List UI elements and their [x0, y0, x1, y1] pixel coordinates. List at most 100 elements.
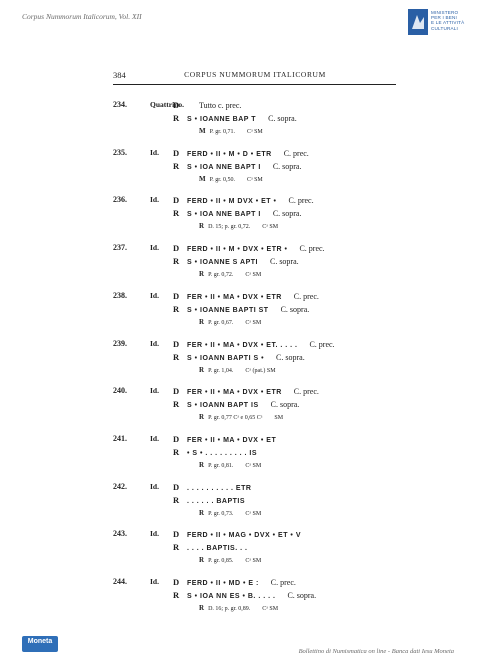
- reverse-marker: R: [173, 542, 180, 553]
- reverse-legend: S • IOA NNE BAPT I: [187, 211, 261, 219]
- metal-rarity: R: [199, 460, 205, 469]
- weight-diameter: P. gr. 0,77 Cᵃ e 0,65 Cᵃ: [208, 415, 263, 422]
- header-rule: [113, 84, 396, 85]
- entry-number: 236.: [113, 195, 127, 205]
- obverse-line: D. . . . . . . . . . ETR: [173, 482, 263, 492]
- obverse-legend: FERD • II • M • DVX • ETR •: [187, 246, 288, 254]
- collection: Cᵃ SM: [246, 129, 263, 135]
- obverse-description: C. prec.: [299, 244, 325, 254]
- reverse-legend: S • IOANNE BAPTI ST: [187, 306, 269, 314]
- entry-mint: Id.: [150, 433, 159, 443]
- reverse-marker: R: [173, 160, 180, 171]
- entry-mint: Id.: [150, 338, 159, 348]
- reverse-legend: S • IOANN BAPT IS: [187, 402, 259, 410]
- reverse-marker: R: [173, 446, 180, 457]
- entry-mint: Id.: [150, 243, 159, 253]
- obverse-marker: D: [173, 386, 180, 397]
- metal-rarity: R: [199, 508, 205, 517]
- weight-diameter: D. 16; p. gr. 0,89.: [208, 606, 251, 612]
- metal-rarity: R: [199, 413, 205, 422]
- collection: Cᵃ SM: [246, 176, 263, 183]
- entry-mint: Id.: [150, 147, 159, 157]
- reverse-marker: R: [173, 208, 180, 219]
- reverse-marker: R: [173, 494, 180, 505]
- obverse-legend: FER • II • MA • DVX • ET. . . . .: [187, 341, 298, 349]
- reverse-legend: S • IOA NNE BAPT I: [187, 163, 261, 171]
- footer-credit: Bollettino di Numismatica on line - Banc…: [298, 648, 454, 655]
- reverse-legend: S • IOANNE BAP T: [187, 116, 257, 123]
- entry-number: 241.: [113, 433, 127, 443]
- reverse-marker: R: [173, 590, 180, 600]
- obverse-legend: FERD • II • M • D • ETR: [187, 150, 272, 158]
- obverse-description: C. prec.: [309, 339, 335, 349]
- entry-mint: Id.: [150, 529, 159, 539]
- page-number: 384: [113, 70, 126, 80]
- obverse-legend: FER • II • MA • DVX • ETR: [187, 389, 282, 397]
- moneta-logo: Moneta: [22, 636, 58, 654]
- entry-mint: Id.: [150, 386, 159, 396]
- obverse-line: D FER • II • MA • DVX • ET. . . . . C. pre…: [173, 339, 335, 349]
- reverse-line: R . . . . . . BAPTIS: [173, 495, 257, 505]
- weight-diameter: P. gr. 0,73.: [208, 510, 234, 517]
- collection: Cᵃ SM: [262, 224, 279, 231]
- reverse-description: C. sopra.: [269, 257, 299, 267]
- reverse-line: R • S • . . . . . . . . . IS: [173, 447, 269, 457]
- metal-rarity: M: [199, 174, 206, 183]
- weight-diameter: P. gr. 0,67.: [208, 319, 234, 326]
- entry-mint: Id.: [150, 481, 159, 491]
- reverse-description: C. sopra.: [270, 400, 300, 410]
- entry-mint: Id.: [150, 577, 159, 586]
- obverse-description: C. prec.: [270, 578, 296, 587]
- reverse-description: C. sopra.: [276, 352, 305, 362]
- reverse-line: R S • IOA NNE BAPT I C. sopra.: [173, 208, 301, 218]
- reverse-legend: • S • . . . . . . . . . IS: [187, 449, 258, 457]
- ministry-logo: MINISTERO PER I BENI E LE ATTIVITÀ CULTU…: [408, 9, 470, 35]
- metal-rarity: R: [199, 270, 205, 279]
- collection: Cᵃ SM: [245, 319, 262, 326]
- reverse-description: C. sopra.: [268, 114, 297, 123]
- collection: Cᵃ SM: [262, 606, 279, 612]
- reverse-legend: . . . . . . BAPTIS: [187, 497, 246, 505]
- obverse-marker: D: [173, 338, 180, 349]
- obverse-description: Tutto c. prec.: [199, 101, 242, 110]
- reverse-legend: S • IOA NN ES • B. . . . .: [187, 593, 276, 600]
- obverse-line: D FER • II • MA • DVX • ETR C. prec.: [173, 386, 319, 396]
- obverse-description: C. prec.: [293, 387, 319, 397]
- weight-diameter: P. gr. 0,85.: [208, 558, 234, 565]
- obverse-marker: D: [173, 100, 180, 110]
- running-title: CORPUS NUMMORUM ITALICORUM: [184, 70, 326, 79]
- reverse-marker: R: [173, 113, 180, 123]
- weight-diameter: P. gr. 1,04.: [208, 367, 234, 374]
- entry-number: 244.: [113, 577, 127, 586]
- entry-number: 237.: [113, 243, 127, 253]
- collection: Cᵃ SM: [245, 558, 262, 565]
- reverse-legend: S • IOANNE S APTI: [187, 259, 258, 267]
- reverse-description: C. sopra.: [272, 209, 302, 219]
- entry-number: 239.: [113, 338, 127, 348]
- metal-rarity: R: [199, 365, 205, 374]
- entry-mint: Id.: [150, 195, 159, 205]
- obverse-legend: FER • II • MA • DVX • ET: [187, 436, 277, 444]
